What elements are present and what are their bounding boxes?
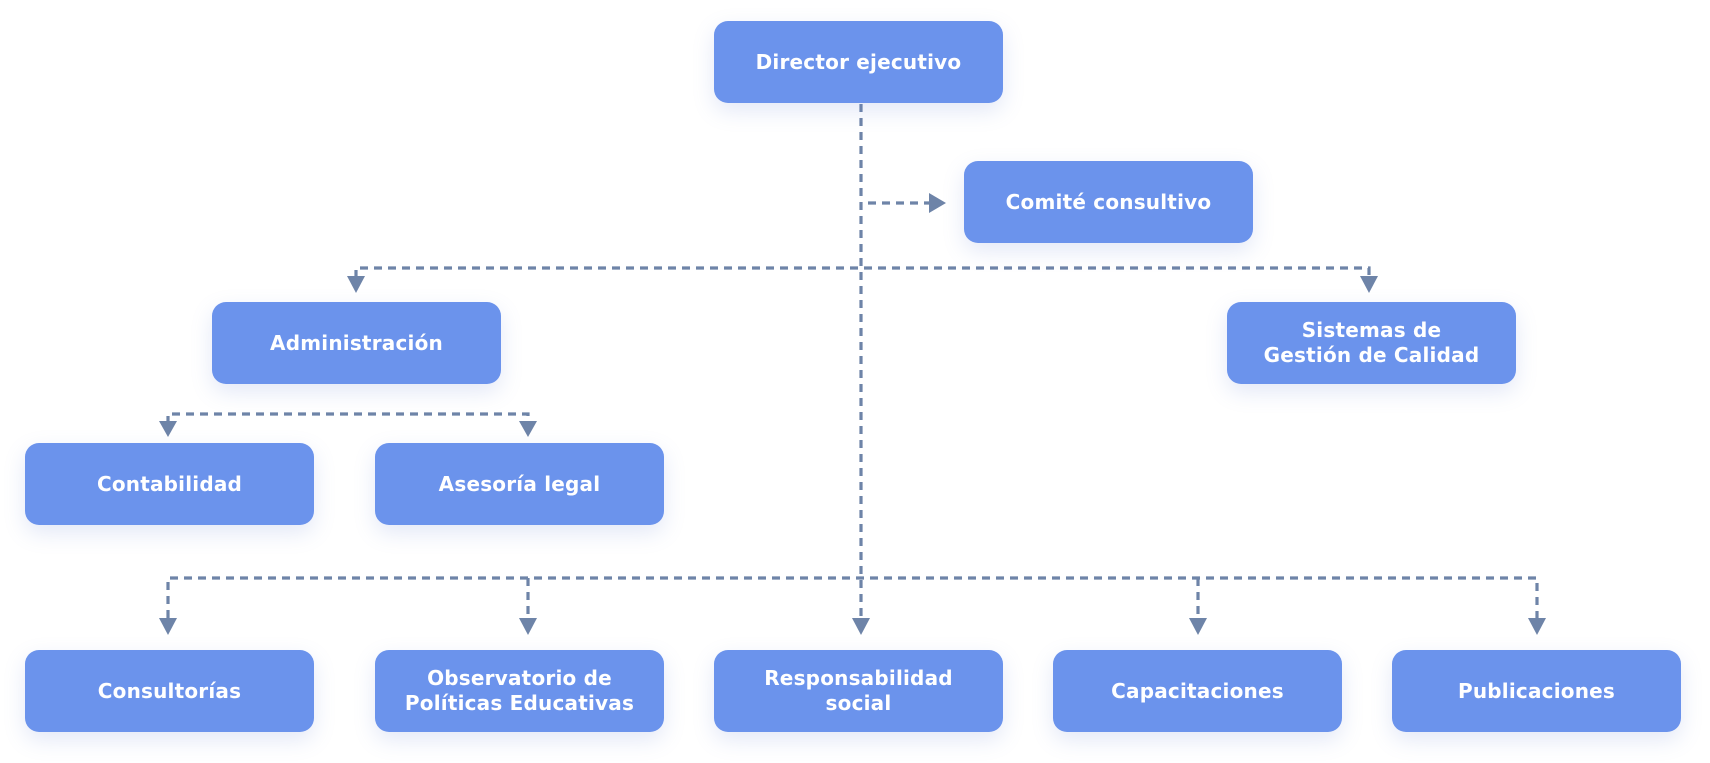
arrow-to-comite-icon <box>929 193 946 213</box>
node-director-ejecutivo[interactable]: Director ejecutivo <box>714 21 1003 103</box>
node-label: Publicaciones <box>1457 678 1616 703</box>
arrow-to-capacitaciones-icon <box>1189 618 1207 635</box>
node-asesoria-legal[interactable]: Asesoría legal <box>375 443 664 525</box>
node-comite-consultivo[interactable]: Comité consultivo <box>964 161 1253 243</box>
arrow-to-publicaciones-icon <box>1528 618 1546 635</box>
connector-admin-bar <box>166 412 530 424</box>
node-label: Administración <box>270 330 443 355</box>
node-contabilidad[interactable]: Contabilidad <box>25 443 314 525</box>
node-publicaciones[interactable]: Publicaciones <box>1392 650 1681 732</box>
connector-level2-bar <box>354 266 1371 278</box>
arrow-to-consultorias-icon <box>159 618 177 635</box>
node-label: Capacitaciones <box>1111 678 1284 703</box>
node-label: Comité consultivo <box>1005 189 1212 214</box>
node-capacitaciones[interactable]: Capacitaciones <box>1053 650 1342 732</box>
node-sistemas-gestion-calidad[interactable]: Sistemas de Gestión de Calidad <box>1227 302 1516 384</box>
node-label: Asesoría legal <box>438 471 601 496</box>
node-label: Contabilidad <box>96 471 243 496</box>
node-responsabilidad-social[interactable]: Responsabilidad social <box>714 650 1003 732</box>
node-label: Sistemas de Gestión de Calidad <box>1263 318 1480 367</box>
node-administracion[interactable]: Administración <box>212 302 501 384</box>
node-label: Observatorio de Políticas Educativas <box>404 666 635 715</box>
arrow-to-asesoria-icon <box>519 421 537 437</box>
arrow-to-responsabilidad-icon <box>852 618 870 635</box>
node-label: Director ejecutivo <box>755 49 962 74</box>
node-label: Consultorías <box>97 678 242 703</box>
node-consultorias[interactable]: Consultorías <box>25 650 314 732</box>
node-observatorio-politicas-educativas[interactable]: Observatorio de Políticas Educativas <box>375 650 664 732</box>
arrow-to-observatorio-icon <box>519 618 537 635</box>
arrow-to-administracion-icon <box>347 276 365 293</box>
arrow-to-sistemas-icon <box>1360 276 1378 293</box>
arrow-to-contabilidad-icon <box>159 421 177 437</box>
connector-bottom-bar <box>166 576 1539 618</box>
node-label: Responsabilidad social <box>764 666 953 715</box>
